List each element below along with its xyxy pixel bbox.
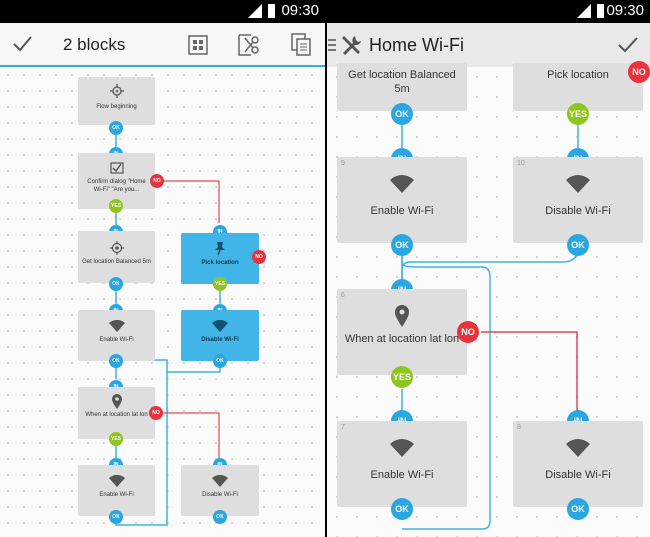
wifi-icon	[108, 320, 125, 332]
block-label: Enable Wi-Fi	[370, 469, 434, 481]
no-port[interactable]: NO	[457, 321, 479, 343]
done-check-icon[interactable]	[617, 36, 639, 54]
flow-canvas[interactable]: Flow beginning OK IN Confirm dialog "Hom…	[0, 67, 325, 537]
block-label: Pick location	[201, 260, 239, 266]
right-screen: 09:30 Home Wi-Fi	[327, 0, 650, 537]
ok-port[interactable]: OK	[391, 103, 413, 125]
no-port[interactable]: NO	[149, 406, 163, 420]
clock: 09:30	[281, 2, 319, 19]
wifi-icon	[390, 175, 414, 193]
no-port[interactable]: NO	[252, 250, 266, 264]
block-label: When at location lat lon	[344, 333, 460, 345]
signal-battery-icons	[577, 4, 617, 19]
block-number: 7	[341, 424, 345, 431]
wifi-icon	[390, 439, 414, 457]
ok-port[interactable]: OK	[213, 510, 227, 524]
block-label: Disable Wi-Fi	[545, 469, 611, 481]
block-label: Get location Balanced 5m	[82, 259, 151, 265]
block-label: Disable Wi-Fi	[202, 492, 238, 498]
ok-port[interactable]: OK	[213, 354, 227, 368]
get-location-block[interactable]: Get location Balanced 5m	[78, 231, 155, 283]
block-label: Enable Wi-Fi	[99, 492, 134, 498]
flow-title: Home Wi-Fi	[369, 35, 464, 55]
drawer-handle-icon[interactable]	[328, 39, 336, 51]
enable-wifi-block[interactable]: 9 Enable Wi-Fi	[337, 157, 467, 243]
yes-port[interactable]: YES	[567, 103, 589, 125]
block-label: Enable Wi-Fi	[99, 337, 134, 343]
disable-wifi-block[interactable]: 8 Disable Wi-Fi	[513, 421, 643, 507]
location-target-icon	[109, 241, 124, 255]
clock: 09:30	[606, 2, 644, 19]
yes-port[interactable]: YES	[391, 366, 413, 388]
enable-wifi-block[interactable]: Enable Wi-Fi	[78, 465, 155, 516]
when-at-location-block[interactable]: 6 When at location lat lon	[337, 289, 467, 375]
battery-icon	[268, 4, 275, 18]
map-marker-icon	[395, 305, 409, 327]
copy-icon[interactable]	[291, 33, 313, 57]
map-marker-icon	[111, 394, 122, 409]
wifi-icon	[566, 175, 590, 193]
block-label: Pick location	[547, 69, 609, 81]
ok-port[interactable]: OK	[109, 354, 123, 368]
wifi-icon	[212, 475, 228, 487]
ok-port[interactable]: OK	[567, 234, 589, 256]
signal-icon	[248, 4, 262, 18]
ok-port[interactable]: OK	[109, 510, 123, 524]
selection-count-title: 2 blocks	[63, 35, 126, 54]
ok-port[interactable]: OK	[109, 121, 123, 135]
block-number: 9	[341, 160, 345, 167]
enable-wifi-block[interactable]: Enable Wi-Fi	[78, 310, 155, 361]
block-number: 8	[517, 424, 521, 431]
no-port[interactable]: NO	[628, 61, 650, 83]
cut-icon[interactable]	[237, 33, 261, 57]
status-bar: 09:30	[0, 0, 325, 23]
yes-port[interactable]: YES	[109, 199, 123, 213]
block-label: When at location lat lon	[85, 412, 148, 418]
ok-port[interactable]: OK	[391, 234, 413, 256]
disable-wifi-block[interactable]: Disable Wi-Fi	[181, 465, 259, 516]
disable-wifi-block[interactable]: 10 Disable Wi-Fi	[513, 157, 643, 243]
block-label: Disable Wi-Fi	[201, 337, 239, 343]
yes-port[interactable]: YES	[213, 277, 227, 291]
flow-toolbar: Home Wi-Fi	[327, 23, 650, 67]
connection-wires	[115, 132, 221, 526]
pick-location-block[interactable]: Pick location	[181, 233, 259, 284]
enable-wifi-block[interactable]: 7 Enable Wi-Fi	[337, 421, 467, 507]
flow-canvas[interactable]: Get location Balanced 5m OK Pick locatio…	[327, 61, 650, 537]
block-number: 6	[341, 292, 345, 299]
ok-port[interactable]: OK	[567, 498, 589, 520]
wifi-icon	[566, 439, 590, 457]
block-label: Disable Wi-Fi	[545, 205, 611, 217]
tools-icon[interactable]	[340, 34, 362, 56]
signal-battery-icons	[248, 4, 288, 19]
block-label: Get location Balanced 5m	[348, 69, 456, 95]
yes-port[interactable]: YES	[109, 432, 123, 446]
status-bar: 09:30	[327, 0, 650, 23]
flow-beginning-block[interactable]: Flow beginning	[78, 77, 155, 125]
block-label: Enable Wi-Fi	[370, 205, 434, 217]
wifi-icon	[108, 475, 125, 487]
selection-toolbar: 2 blocks	[0, 23, 325, 68]
disable-wifi-block[interactable]: Disable Wi-Fi	[181, 310, 259, 361]
checkbox-icon	[109, 162, 124, 174]
pin-icon	[215, 242, 225, 255]
block-label: Flow beginning	[96, 104, 137, 110]
ok-port[interactable]: OK	[109, 277, 123, 291]
gear-icon	[109, 84, 124, 98]
block-number: 10	[517, 160, 525, 167]
select-all-icon[interactable]	[188, 35, 208, 55]
battery-icon	[597, 4, 604, 18]
done-check-icon[interactable]	[12, 35, 32, 53]
when-at-location-block[interactable]: When at location lat lon	[78, 387, 155, 439]
no-port[interactable]: NO	[150, 174, 164, 188]
signal-icon	[577, 4, 591, 18]
block-label: Confirm dialog "Home Wi-Fi" "Are you...	[87, 179, 146, 193]
wifi-icon	[212, 320, 228, 332]
ok-port[interactable]: OK	[391, 498, 413, 520]
left-screen: 09:30 2 blocks	[0, 0, 325, 537]
